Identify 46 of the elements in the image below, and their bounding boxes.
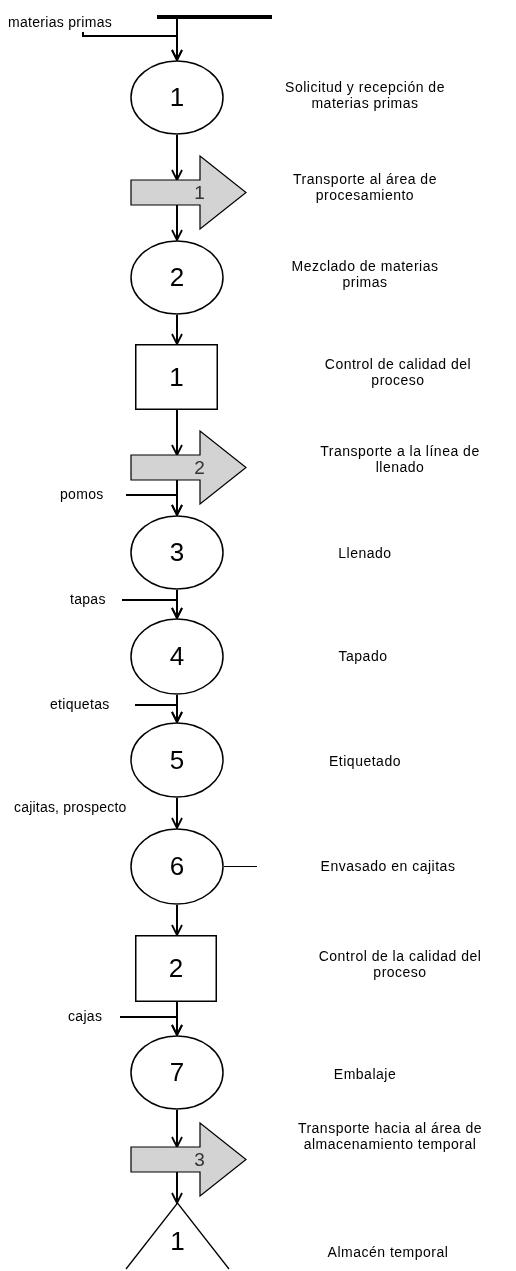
start-bar	[157, 15, 272, 19]
flow-arrow	[171, 904, 183, 936]
step-description: Solicitud y recepción de materias primas	[284, 79, 446, 111]
step-number: 1	[170, 1225, 185, 1257]
step-description: Transporte al área de procesamiento	[292, 171, 438, 203]
step-number: 1	[194, 181, 205, 204]
step-number: 5	[169, 744, 185, 776]
step-number: 2	[168, 953, 184, 984]
flow-arrow	[82, 31, 183, 61]
step-description: Llenado	[337, 545, 393, 561]
step-description: Transporte hacia al área de almacenamiento temporal	[297, 1120, 483, 1152]
step-description: Transporte a la línea de llenado	[319, 443, 481, 475]
step-description: Embalaje	[332, 1066, 398, 1082]
flow-arrow	[119, 1016, 183, 1036]
step-number: 2	[194, 456, 205, 479]
flow-arrow	[171, 1109, 183, 1148]
step-number: 1	[169, 82, 185, 113]
flow-arrow	[171, 204, 183, 241]
input-label: materias primas	[8, 14, 113, 30]
step-description: Tapado	[337, 648, 389, 664]
input-label: cajas	[68, 1008, 103, 1024]
step-description: Etiquetado	[328, 753, 402, 769]
step-number: 7	[169, 1057, 185, 1088]
flow-arrow	[171, 409, 183, 456]
step-description: Almacén temporal	[326, 1244, 450, 1260]
input-label: etiquetas	[50, 696, 110, 712]
step-number: 3	[194, 1148, 205, 1171]
step-description: Mezclado de materias primas	[290, 258, 440, 290]
step-number: 1	[169, 361, 184, 393]
flow-arrow	[121, 599, 183, 619]
flow-arrow	[171, 314, 183, 345]
input-label: pomos	[60, 486, 104, 502]
step-number: 3	[169, 537, 185, 568]
step-description: Control de la calidad del proceso	[317, 948, 483, 980]
flow-arrow	[171, 134, 183, 181]
input-label: tapas	[70, 591, 106, 607]
flow-arrow	[171, 797, 183, 829]
input-label: cajitas, prospecto	[14, 799, 127, 815]
flow-arrow	[134, 704, 183, 723]
step-description: Envasado en cajitas	[319, 858, 457, 874]
flow-arrow	[171, 1171, 183, 1204]
flow-arrow	[125, 494, 183, 516]
step-number: 6	[169, 851, 185, 882]
step-description: Control de calidad del proceso	[323, 356, 473, 388]
step-number: 2	[169, 262, 185, 293]
step-number: 4	[169, 641, 185, 672]
